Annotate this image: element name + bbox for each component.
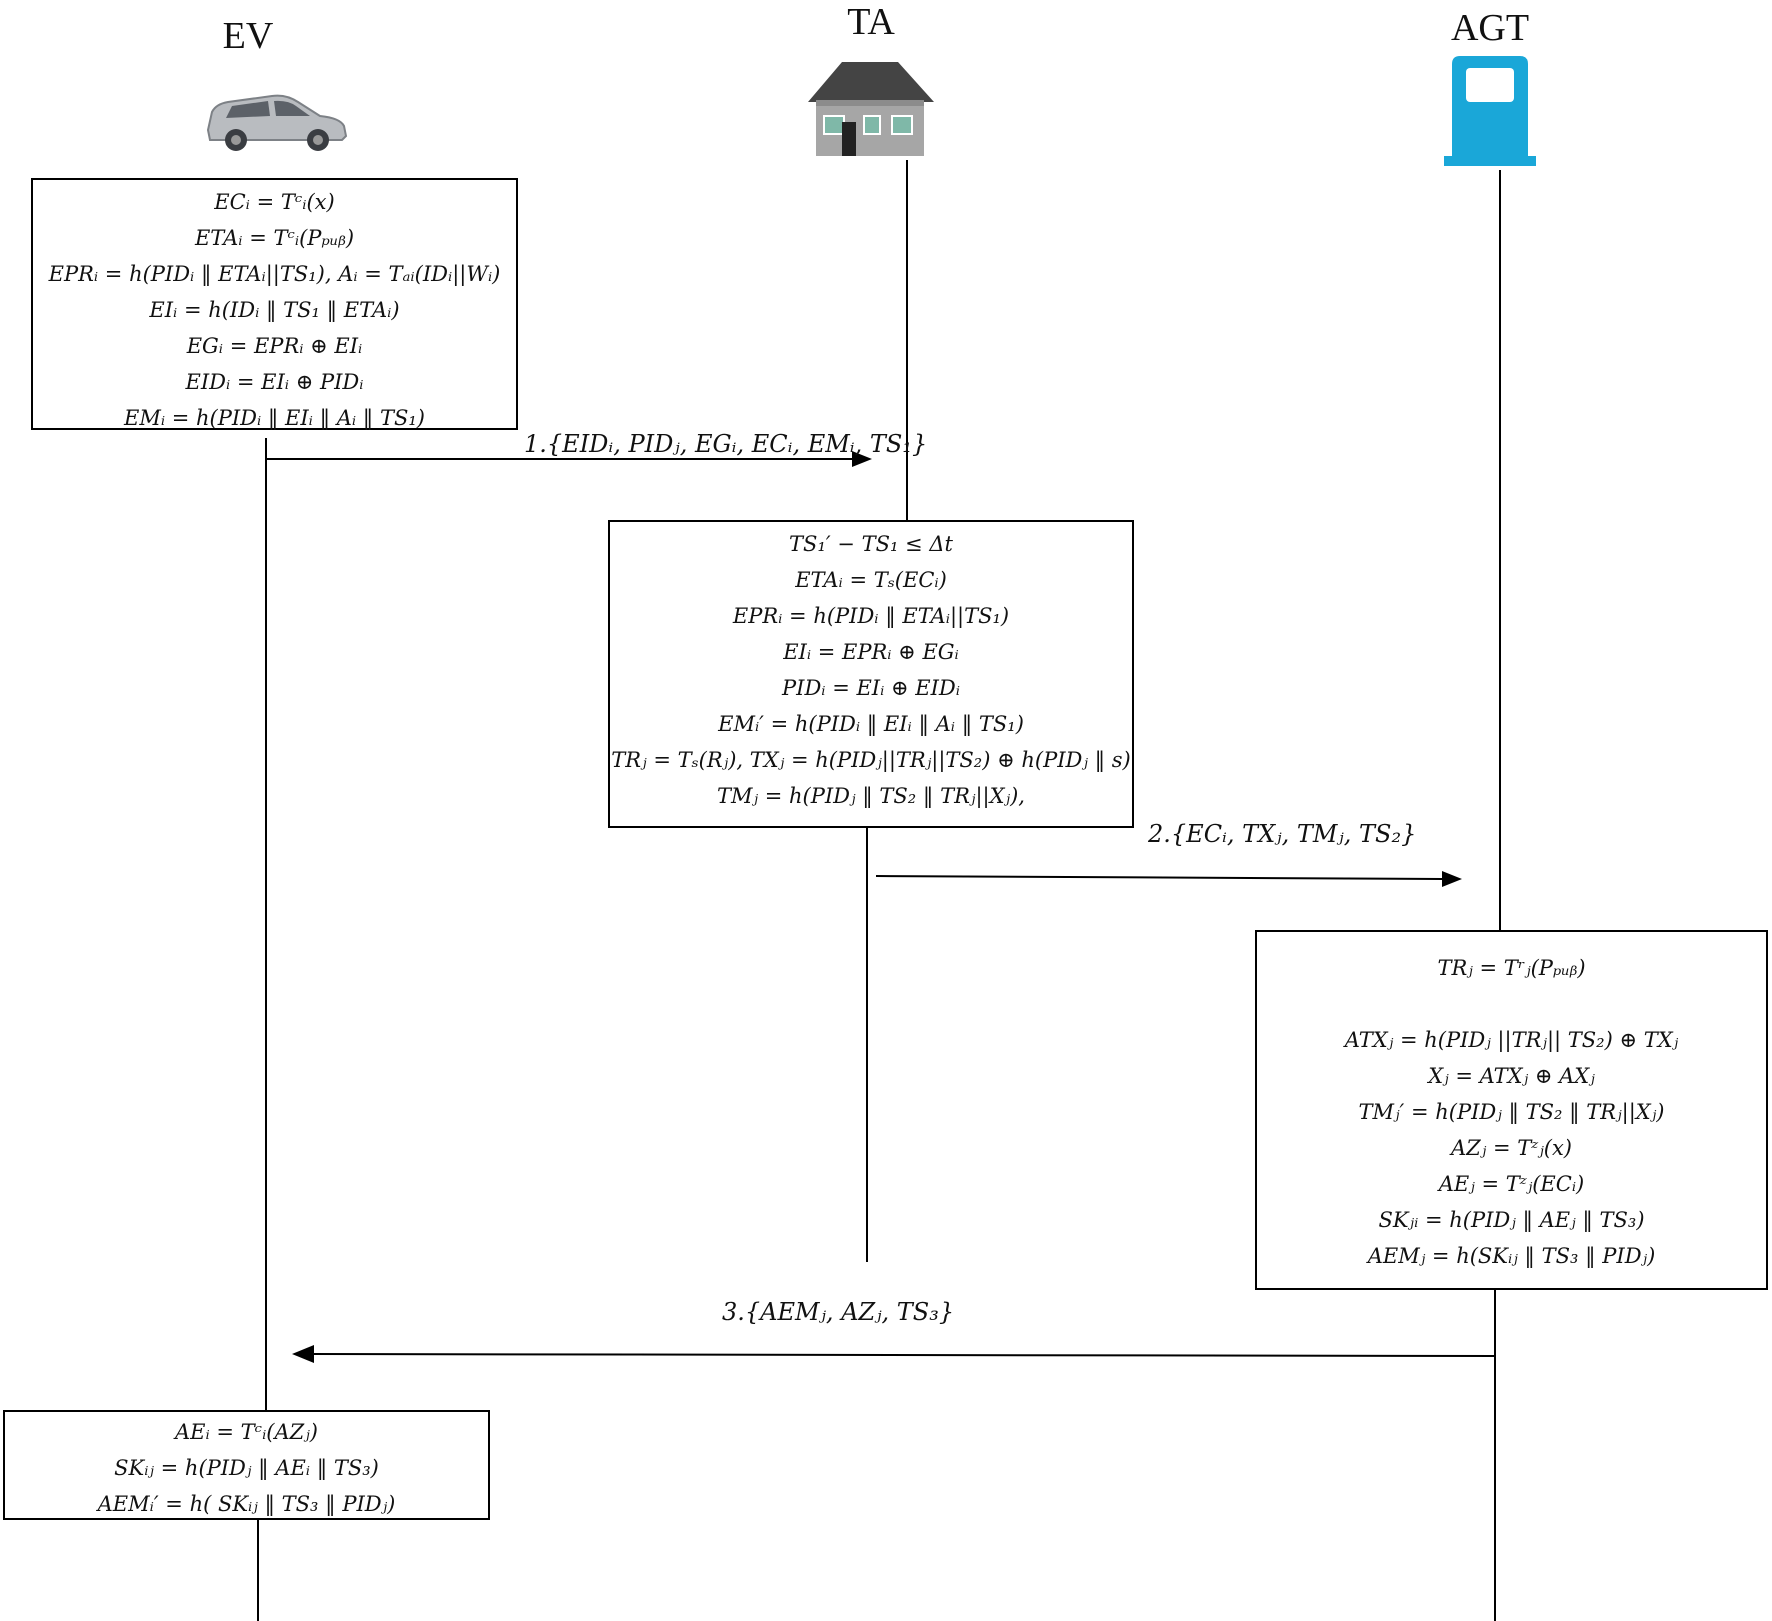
actor-ta-label: TA	[847, 1, 895, 43]
equation: ATXⱼ = h(PIDⱼ ||TRⱼ|| TS₂) ⊕ TXⱼ	[1344, 1028, 1679, 1052]
equation: EIDᵢ = EIᵢ ⊕ PIDᵢ	[185, 370, 364, 394]
equation: ETAᵢ = Tₛ(ECᵢ)	[795, 568, 947, 592]
message-3-arrow	[311, 1353, 1495, 1357]
actor-ev-label: EV	[222, 15, 274, 57]
fuel-station-icon	[1444, 56, 1536, 166]
message-2-arrow	[875, 875, 1443, 880]
ta-verification-box: TS₁′ − TS₁ ≤ Δt ETAᵢ = Tₛ(ECᵢ) EPRᵢ = h(…	[608, 520, 1134, 828]
equation: AEMᵢ′ = h( SKᵢⱼ ‖ TS₃ ‖ PIDⱼ)	[97, 1492, 396, 1516]
equation: EPRᵢ = h(PIDᵢ ‖ ETAᵢ||TS₁)	[732, 604, 1010, 628]
message-3-arrowhead	[292, 1345, 314, 1363]
equation: EMᵢ′ = h(PIDᵢ ‖ EIᵢ ‖ Aᵢ ‖ TS₁)	[718, 712, 1024, 736]
message-3-label: 3.{AEMⱼ, AZⱼ, TS₃}	[722, 1298, 955, 1326]
car-icon	[206, 94, 348, 151]
equation: Xⱼ = ATXⱼ ⊕ AXⱼ	[1428, 1064, 1595, 1088]
equation: TRⱼ = Tₛ(Rⱼ), TXⱼ = h(PIDⱼ||TRⱼ||TS₂) ⊕ …	[611, 748, 1131, 772]
equation: AEᵢ = Tᶜᵢ(AZⱼ)	[175, 1420, 318, 1444]
equation: ETAᵢ = Tᶜᵢ(Pₚᵤᵦ)	[194, 226, 355, 250]
ta-lifeline-upper	[906, 160, 908, 522]
equation: AEⱼ = Tᶻⱼ(ECᵢ)	[1438, 1172, 1585, 1196]
ev-lifeline-lower	[257, 1518, 259, 1621]
message-1-arrowhead	[852, 451, 872, 467]
ev-lifeline-upper	[265, 438, 267, 1412]
ta-lifeline-lower	[866, 826, 868, 1262]
ev-session-key-box: AEᵢ = Tᶜᵢ(AZⱼ) SKᵢⱼ = h(PIDⱼ ‖ AEᵢ ‖ TS₃…	[3, 1410, 490, 1520]
equation: SKⱼᵢ = h(PIDⱼ ‖ AEⱼ ‖ TS₃)	[1378, 1208, 1645, 1232]
ev-registration-box: ECᵢ = Tᶜᵢ(x) ETAᵢ = Tᶜᵢ(Pₚᵤᵦ) EPRᵢ = h(P…	[31, 178, 518, 430]
equation: AZⱼ = Tᶻⱼ(x)	[1451, 1136, 1572, 1160]
equation: EPRᵢ = h(PIDᵢ ‖ ETAᵢ||TS₁), Aᵢ = Tₐᵢ(IDᵢ…	[48, 262, 501, 286]
equation: ECᵢ = Tᶜᵢ(x)	[214, 190, 335, 214]
agt-lifeline-lower	[1494, 1288, 1496, 1621]
house-icon	[808, 62, 934, 156]
equation: TRⱼ = Tʳⱼ(Pₚᵤᵦ)	[1437, 956, 1586, 980]
equation: EGᵢ = EPRᵢ ⊕ EIᵢ	[186, 334, 363, 358]
equation: TMⱼ = h(PIDⱼ ‖ TS₂ ‖ TRⱼ||Xⱼ),	[717, 784, 1025, 808]
equation: TMⱼ′ = h(PIDⱼ ‖ TS₂ ‖ TRⱼ||Xⱼ)	[1358, 1100, 1665, 1124]
message-2-arrowhead	[1442, 871, 1462, 887]
message-2-label: 2.{ECᵢ, TXⱼ, TMⱼ, TS₂}	[1148, 820, 1417, 848]
agt-lifeline-upper	[1499, 170, 1501, 932]
equation: EIᵢ = h(IDᵢ ‖ TS₁ ‖ ETAᵢ)	[149, 298, 400, 322]
equation: TS₁′ − TS₁ ≤ Δt	[789, 532, 953, 556]
equation: EMᵢ = h(PIDᵢ ‖ EIᵢ ‖ Aᵢ ‖ TS₁)	[123, 406, 425, 430]
agt-processing-box: TRⱼ = Tʳⱼ(Pₚᵤᵦ) ATXⱼ = h(PIDⱼ ||TRⱼ|| TS…	[1255, 930, 1768, 1290]
equation: PIDᵢ = EIᵢ ⊕ EIDᵢ	[782, 676, 960, 700]
equation: EIᵢ = EPRᵢ ⊕ EGᵢ	[783, 640, 959, 664]
message-1-label: 1.{EIDᵢ, PIDⱼ, EGᵢ, ECᵢ, EMᵢ, TS₁}	[524, 430, 928, 458]
equation: SKᵢⱼ = h(PIDⱼ ‖ AEᵢ ‖ TS₃)	[114, 1456, 379, 1480]
actor-agt-label: AGT	[1450, 7, 1530, 49]
equation: AEMⱼ = h(SKᵢⱼ ‖ TS₃ ‖ PIDⱼ)	[1367, 1244, 1656, 1268]
